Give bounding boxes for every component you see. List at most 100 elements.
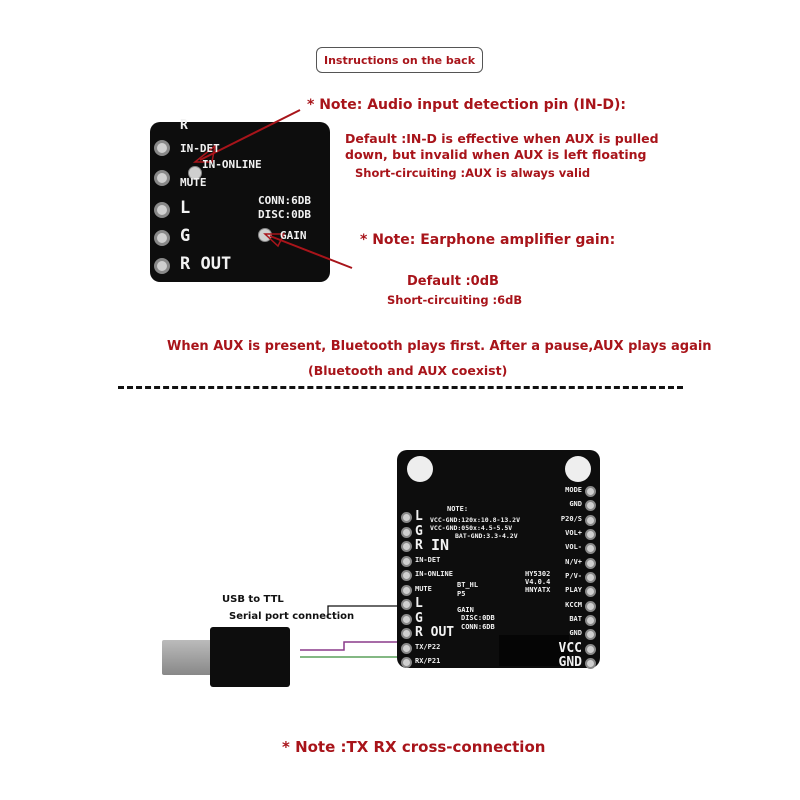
silk-label: L (180, 198, 191, 218)
right-pin (585, 500, 596, 512)
right-pin (585, 615, 596, 626)
in-online-solder-pad (188, 166, 202, 180)
left-pin-label: R (415, 538, 423, 553)
left-pin (401, 599, 412, 610)
left-pin (401, 584, 412, 596)
silk-label: DISC:0DB (258, 208, 311, 221)
right-pin-label: VCC (558, 640, 582, 656)
right-pin (585, 486, 596, 497)
left-pin-label: L (415, 509, 423, 524)
right-pin (585, 557, 596, 569)
right-pin (585, 529, 596, 540)
left-pin (401, 642, 412, 654)
serial-connection-label: Serial port connection (229, 611, 355, 622)
note-aux-line2: (Bluetooth and AUX coexist) (308, 363, 508, 378)
pin (154, 230, 170, 246)
right-pin-label: N/V+ (565, 557, 582, 566)
usb-ttl-module (210, 627, 290, 687)
note-txrx: * Note :TX RX cross-connection (282, 738, 546, 756)
right-pin (585, 572, 596, 583)
model-label: HNYATX (525, 586, 551, 594)
note-gain-line2: Short-circuiting :6dB (387, 293, 523, 307)
left-pin-label: IN-DET (415, 555, 441, 564)
right-pin-label: MODE (565, 486, 582, 494)
silk-label: R OUT (180, 254, 232, 274)
left-pin (401, 555, 412, 567)
left-pin-label: G (415, 610, 423, 626)
usb-ttl-label: USB to TTL (222, 594, 284, 605)
pin (154, 170, 170, 186)
left-pin-label: MUTE (415, 584, 432, 593)
left-pin-label: R OUT (415, 625, 455, 640)
gain-label: DISC:0DB (461, 614, 495, 622)
right-pin (585, 658, 596, 669)
right-pin-label: BAT (569, 615, 582, 623)
silk-label: IN-DET (180, 142, 220, 155)
model-label: V4.0.4 (525, 578, 551, 586)
silk-label: CONN:6DB (258, 194, 311, 207)
left-pin-label: G (415, 523, 423, 539)
note-detect-line3: Short-circuiting :AUX is always valid (355, 166, 591, 180)
mounting-hole (565, 456, 591, 482)
connector-block (499, 635, 569, 666)
pin (154, 258, 170, 274)
arrow-in-d-head (192, 144, 217, 163)
note-label: NOTE: (447, 505, 469, 513)
pin (154, 202, 170, 218)
arrow-gain (269, 235, 353, 269)
right-pin-label: GND (558, 655, 582, 670)
left-pin (401, 628, 412, 639)
right-pin-label: P20/S (560, 514, 582, 523)
left-pin-label: TX/P22 (415, 642, 441, 651)
note-line: BAT-GND:3.3-4.2V (455, 532, 518, 540)
silk-label: MUTE (180, 176, 207, 189)
left-pin (401, 570, 412, 581)
silk-label: G (180, 226, 191, 246)
mounting-hole (407, 456, 433, 482)
model-label: HY5302 (525, 570, 551, 578)
bt-label: BT_HL (457, 581, 479, 589)
wire-gnd (327, 605, 407, 618)
left-pin (401, 613, 412, 625)
right-pin (585, 629, 596, 641)
right-pin-label: VOL- (565, 543, 582, 552)
in-label: IN (431, 536, 450, 554)
left-pin (401, 526, 412, 538)
note-line: VCC-GND:050x:4.5-5.5V (430, 524, 513, 532)
right-pin-label: P/V- (565, 572, 582, 580)
note-line: VCC-GND:120x:10.8-13.2V (430, 516, 521, 524)
left-pin-label: IN-ONLINE (415, 570, 453, 578)
silk-label: GAIN (280, 229, 307, 242)
silk-label: R (180, 118, 188, 133)
left-pin (401, 512, 412, 523)
gain-label: GAIN (457, 606, 474, 614)
bt-label: P5 (457, 590, 466, 598)
right-pin-label: GND (569, 629, 582, 638)
left-pin-label: RX/P21 (415, 657, 441, 665)
left-pin (401, 541, 412, 552)
note-detect-title: * Note: Audio input detection pin (IN-D)… (307, 97, 626, 113)
pin (154, 140, 170, 156)
instructions-button: Instructions on the back (316, 47, 483, 73)
left-pin (401, 657, 412, 668)
arrow-in-d (199, 109, 301, 161)
right-pin (585, 586, 596, 598)
wire-tx (300, 641, 407, 651)
right-pin-label: KCCM (565, 600, 582, 609)
right-pin-label: PLAY (565, 586, 582, 595)
right-pin-label: VOL+ (565, 529, 582, 537)
right-pin (585, 600, 596, 612)
usb-plug (162, 640, 212, 675)
note-aux-line1: When AUX is present, Bluetooth plays fir… (167, 339, 712, 354)
top-board-photo: R IN-DET IN-ONLINE MUTE L G R OUT CONN:6… (150, 118, 330, 282)
right-pin-label: GND (569, 500, 582, 509)
note-gain-line1: Default :0dB (407, 274, 499, 289)
left-pin-label: L (415, 596, 423, 611)
arrow-gain-head (263, 233, 286, 248)
right-pin (585, 543, 596, 555)
gain-label: CONN:6DB (461, 623, 495, 631)
note-detect-line2: down, but invalid when AUX is left float… (345, 147, 647, 162)
